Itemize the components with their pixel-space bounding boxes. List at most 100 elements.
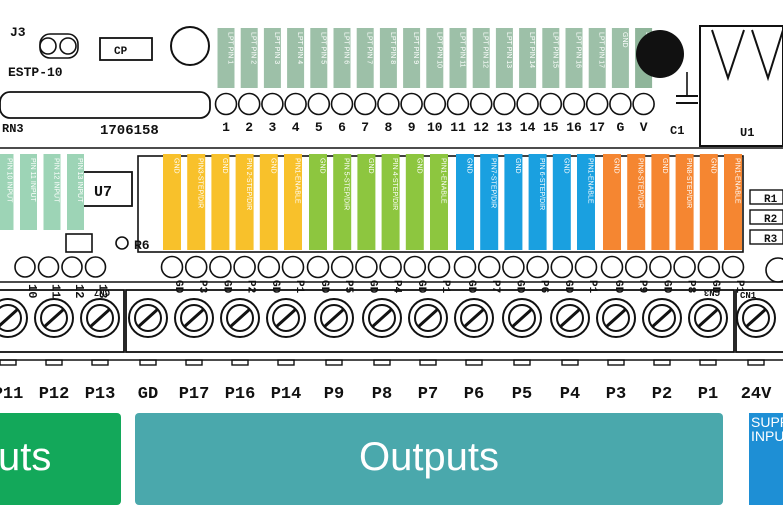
output-tag-orange-2: PIN9-STEP/DIR [627,154,646,250]
terminal-tick [607,359,625,366]
terminal-label: P9 [324,385,344,404]
input-tag-4-text: PIN 13 INPUT [76,158,83,203]
input-tag-1-bg [0,154,14,230]
terminal-label: P4 [560,385,580,404]
lpt-tag-6-bg [333,28,351,88]
cp-label: CP [114,46,128,58]
terminal-label: P3 [606,385,626,404]
cn7-connector [0,289,125,353]
terminal-tick [419,359,437,366]
r-label: R3 [764,234,778,246]
lpt-tag-12-text: LPT PIN 12 [482,32,489,68]
input-tag-3-text: PIN 12 INPUT [53,158,60,203]
terminal-labels: P11P12P13GDP17P16P14P9P8P7P6P5P4P3P2P124… [0,385,772,404]
terminal-screw-ring [272,304,300,332]
c1-label: C1 [670,124,684,138]
terminal-screw-ring [0,304,22,332]
c1-capacitor [676,72,698,104]
terminal-tick [653,359,671,366]
input-pad [84,256,107,278]
output-header-pad [257,255,281,279]
terminal-tick [139,359,157,366]
cn1-connector [735,289,783,353]
output-tag-orange-1-text: GND [613,158,620,174]
lpt-pad [377,92,400,116]
output-tag-blue-2-text: PIN7-STEP/DIR [490,158,497,208]
lpt-pin-number: 10 [427,120,443,135]
part-code: 1706158 [100,123,159,139]
output-tag-yellow-6: PIN1-ENABLE [284,154,302,250]
input-pad [61,256,83,278]
terminal-screw-slot [274,307,298,329]
terminal-tick [185,359,203,366]
output-tag-blue-6-bg [577,154,595,250]
output-header-pad [721,255,745,279]
lpt-pad [493,92,516,116]
output-tag-green-1: GND [309,154,327,250]
estp-label: ESTP-10 [8,65,63,80]
lpt-tag-6-text: LPT PIN 6 [343,32,350,64]
lpt-tag-4: LPT PIN 4 [287,28,305,88]
output-header-pad [281,255,305,279]
terminal-label: P2 [652,385,672,404]
output-tag-orange-2-bg [627,154,646,250]
output-tag-green-1-bg [309,154,327,250]
terminal-label: P6 [464,385,484,404]
output-tag-yellow-4-bg [235,154,254,250]
output-tag-blue-5: GND [552,154,571,250]
output-tag-yellow-5: GND [259,154,278,250]
lpt-pin-number: 5 [315,120,323,135]
terminal-tick [747,359,765,366]
terminal-screw-slot [650,307,674,329]
lpt-tag-7-bg [356,28,374,88]
lpt-pad [237,92,261,116]
terminal-label: 24V [741,385,772,404]
input-pin-number: 10 [25,284,39,298]
output-tag-blue-6: PIN1-ENABLE [577,154,595,250]
terminal-screw-slot [416,307,440,329]
lpt-tag-13-text: LPT PIN 13 [505,32,512,68]
cn7-label: CN7 [94,287,110,297]
cn3-connector [125,289,735,353]
output-header-pad [453,255,477,279]
lpt-pad [585,92,609,116]
lpt-tag-4-bg [287,28,305,88]
lpt-tag-2: LPT PIN 2 [240,28,258,88]
terminal-label: P7 [418,385,438,404]
output-tag-green-4: PIN 4-STEP/DIR [381,154,400,250]
output-tag-yellow-6-text: PIN1-ENABLE [294,158,301,204]
lpt-tag-1: LPT PIN 1 [217,28,235,88]
mounting-hole [170,26,210,66]
output-tag-orange-5-text: GND [709,158,716,174]
output-tag-yellow-3-text: GND [221,158,228,174]
output-header-pad [233,255,256,279]
terminal-screw-slot [0,307,20,328]
lpt-tag-13-bg [495,28,513,88]
terminal-screw-slot [744,307,768,329]
input-tag-2-text: PIN 11 INPUT [29,158,36,203]
terminal-label: P11 [0,385,23,404]
output-tag-yellow-5-text: GND [269,158,276,174]
output-tag-green-4-bg [381,154,400,250]
output-tag-orange-6: PIN1-ENABLE [724,154,742,250]
terminal-screw-ring [460,304,488,332]
output-tag-yellow-3: GND [211,154,230,250]
output-tag-green-6: PIN1-ENABLE [430,154,448,250]
lpt-pin-number: 6 [338,120,346,135]
lpt-tag-12-bg [472,28,490,88]
output-header-pad [697,255,721,279]
input-tag-4: PIN 13 INPUT [67,154,84,230]
terminal-screw-slot [370,307,394,329]
output-tag-orange-3-text: GND [661,158,668,174]
output-tag-blue-1-bg [456,154,474,250]
terminal-screw-ring [40,304,68,332]
lpt-pad [284,92,307,116]
output-tag-orange-4-text: PIN8-STEP/DIR [685,158,692,208]
output-tag-yellow-2: PIN3-STEP/DIR [187,154,206,250]
cn3-label: CN3 [704,287,720,297]
lpt-tag-1-text: LPT PIN 1 [227,32,234,64]
terminal-label: P14 [271,385,302,404]
r5-resistor [65,233,93,253]
